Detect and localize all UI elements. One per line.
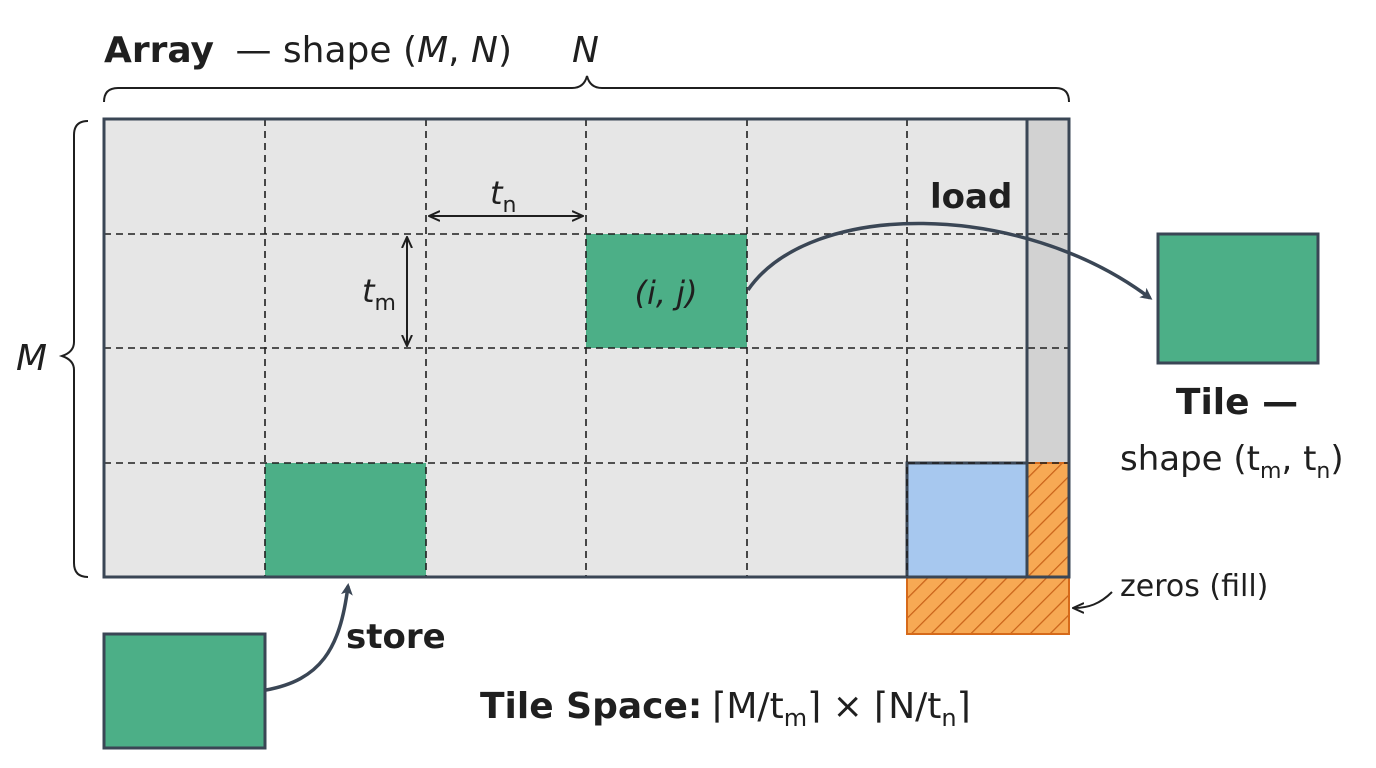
- title-m: M: [417, 30, 448, 71]
- edge-tile: [905, 461, 1029, 579]
- padding-strip: [1027, 119, 1069, 463]
- zeros-pointer: [1074, 591, 1113, 608]
- tile-index-label: (i, j): [634, 274, 697, 312]
- title-close: ): [498, 30, 512, 71]
- tn-label: tn: [490, 174, 517, 218]
- source-tile: [102, 632, 267, 750]
- store-label: store: [346, 617, 446, 657]
- tile-ij: [586, 234, 747, 348]
- tile-grid: [104, 119, 1069, 577]
- title-shape: — shape (: [235, 30, 417, 71]
- load-arrow: [746, 221, 1153, 300]
- loaded-tile: [1156, 232, 1320, 365]
- tm-label: tm: [362, 272, 396, 316]
- m-label: M: [16, 338, 47, 379]
- n-label: N: [572, 30, 599, 71]
- title-comma: ,: [448, 30, 471, 71]
- title-array: Array: [104, 30, 214, 71]
- m-brace: [58, 120, 89, 578]
- store-arrow: [265, 583, 353, 692]
- zeros-label: zeros (fill): [1120, 569, 1268, 604]
- tile-caption-line2: shape (tm, tn): [1120, 439, 1344, 484]
- stored-tile-in-array: [265, 463, 426, 577]
- svg-text:Array — shape (M, N): Array — shape (M, N): [104, 30, 512, 71]
- tile-caption-line1: Tile —: [1176, 382, 1298, 423]
- tile-space-formula: Tile Space:⌈M/tm⌉ × ⌈N/tn⌉: [480, 686, 971, 732]
- title-n: N: [471, 30, 498, 71]
- load-label: load: [930, 177, 1012, 217]
- n-brace: [103, 75, 1070, 103]
